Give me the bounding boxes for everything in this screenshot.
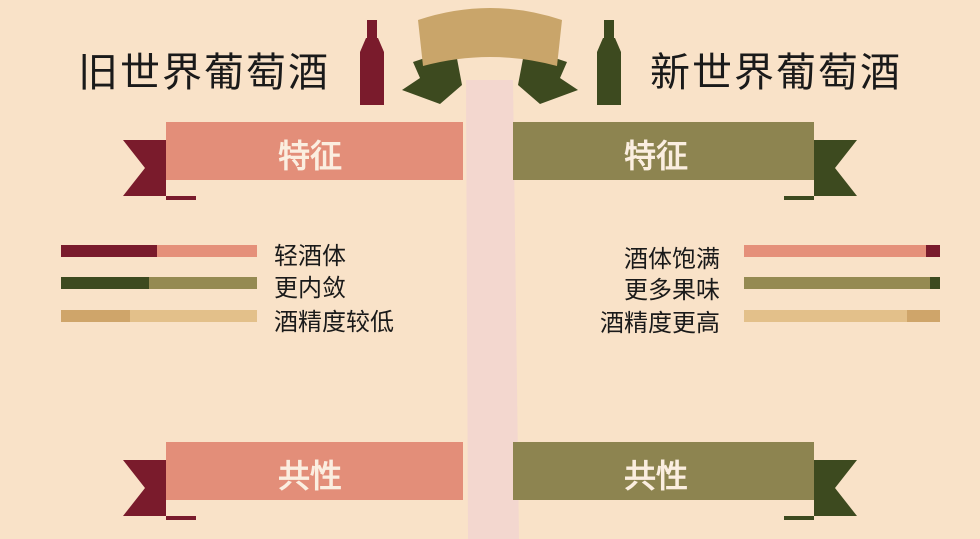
bar-fill bbox=[930, 277, 940, 289]
old-world-title: 旧世界葡萄酒 bbox=[78, 50, 330, 96]
bar-fill bbox=[61, 245, 158, 257]
old-feature-bar bbox=[61, 277, 257, 289]
old-features-ribbon bbox=[166, 122, 463, 180]
new-feature-label: 酒精度更高 bbox=[600, 309, 720, 337]
center-banner-tail-right bbox=[518, 48, 578, 104]
light-beam bbox=[466, 80, 519, 539]
new-feature-label: 酒体饱满 bbox=[624, 245, 720, 273]
old-common-ribbon-tail bbox=[123, 460, 196, 520]
bar-fill bbox=[926, 245, 940, 257]
old-feature-bar bbox=[61, 310, 257, 322]
old-feature-label: 轻酒体 bbox=[274, 242, 346, 270]
bar-track bbox=[744, 277, 931, 289]
new-feature-bar bbox=[744, 245, 940, 257]
new-feature-label: 更多果味 bbox=[624, 276, 720, 304]
new-world-bottle-icon bbox=[597, 20, 621, 105]
center-banner-tail-left bbox=[402, 48, 462, 104]
old-feature-label: 酒精度较低 bbox=[274, 308, 394, 336]
new-features-heading: 特征 bbox=[623, 137, 688, 175]
old-feature-bar bbox=[61, 245, 257, 257]
new-feature-bar bbox=[744, 277, 940, 289]
new-world-title: 新世界葡萄酒 bbox=[650, 50, 902, 96]
bar-fill bbox=[61, 310, 130, 322]
old-common-heading: 共性 bbox=[277, 457, 342, 495]
bar-track bbox=[744, 310, 907, 322]
new-feature-bar bbox=[744, 310, 940, 322]
old-features-heading: 特征 bbox=[277, 137, 342, 175]
new-common-heading: 共性 bbox=[623, 457, 688, 495]
bar-fill bbox=[61, 277, 150, 289]
bar-track bbox=[744, 245, 927, 257]
old-features-ribbon-tail bbox=[123, 140, 196, 200]
new-features-ribbon bbox=[513, 122, 814, 180]
new-common-ribbon-tail bbox=[784, 460, 857, 520]
bar-fill bbox=[906, 310, 940, 322]
old-world-bottle-icon bbox=[360, 20, 384, 105]
new-features-ribbon-tail bbox=[784, 140, 857, 200]
new-common-ribbon bbox=[513, 442, 814, 500]
old-common-ribbon bbox=[166, 442, 463, 500]
center-banner bbox=[418, 8, 562, 66]
old-feature-label: 更内敛 bbox=[274, 274, 346, 302]
